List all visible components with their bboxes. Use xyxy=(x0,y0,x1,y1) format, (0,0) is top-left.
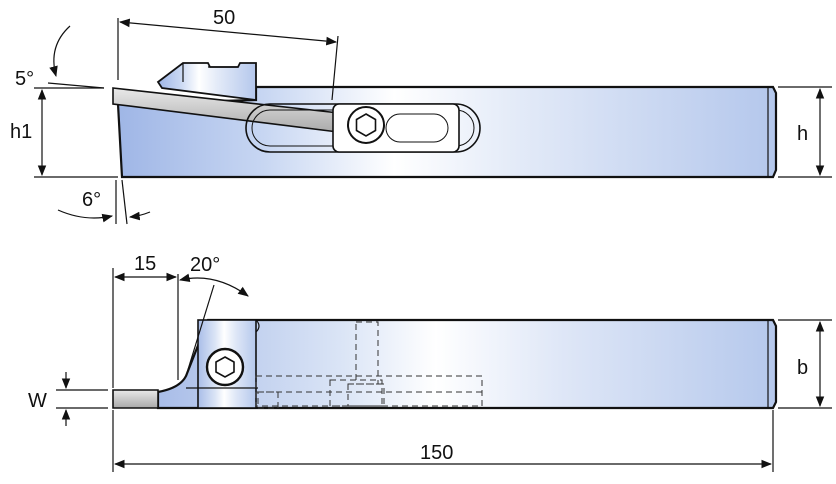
dim-b: b xyxy=(797,357,808,379)
dim-h: h xyxy=(797,123,808,145)
dim-angle-6: 6° xyxy=(82,189,101,211)
bottom-blade-insert xyxy=(112,389,159,409)
dim-angle-5: 5° xyxy=(15,68,34,90)
top-clamp-screw-icon xyxy=(347,106,385,144)
dim-w: W xyxy=(28,390,47,412)
dim-length-50: 50 xyxy=(213,7,235,29)
dim-offset-15: 15 xyxy=(134,253,156,275)
dim-h1: h1 xyxy=(10,121,32,143)
bottom-view: 15 20° W b 150 xyxy=(28,253,832,472)
bottom-shank-body xyxy=(156,318,778,410)
top-view: 50 5° h1 h 6° xyxy=(10,7,832,225)
bottom-clamp-screw-icon xyxy=(205,347,245,387)
dim-angle-20: 20° xyxy=(190,254,220,276)
dim-total-150: 150 xyxy=(420,442,453,464)
